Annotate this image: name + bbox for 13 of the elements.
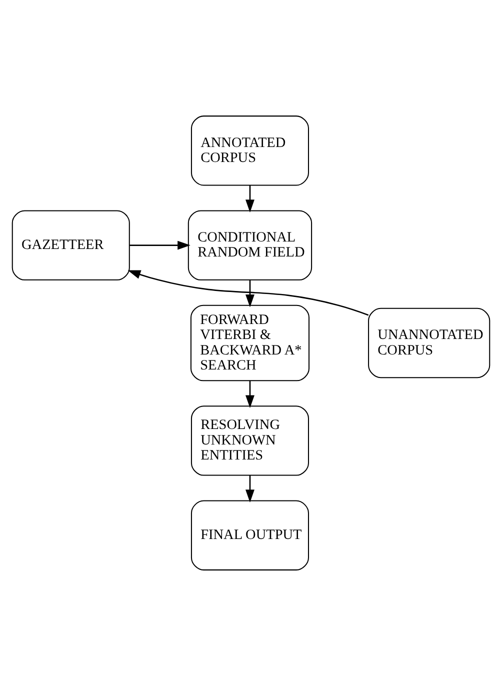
node-box: FINAL OUTPUT bbox=[190, 500, 309, 570]
node-box: GAZETTEER bbox=[12, 210, 130, 280]
node-box: CONDITIONAL RANDOM FIELD bbox=[188, 210, 312, 280]
arrow bbox=[245, 475, 254, 502]
node-box: RESOLVING UNKNOWN ENTITIES bbox=[190, 406, 309, 476]
node-box: ANNOTATED CORPUS bbox=[190, 116, 309, 186]
arrow bbox=[128, 270, 369, 316]
node-box: UNANNOTATED CORPUS bbox=[368, 308, 490, 378]
node-box: FORWARD VITERBI & BACKWARD A* SEARCH bbox=[190, 304, 310, 382]
arrow bbox=[130, 240, 190, 250]
arrow bbox=[245, 280, 254, 308]
arrow bbox=[245, 185, 254, 212]
arrow bbox=[245, 380, 254, 408]
